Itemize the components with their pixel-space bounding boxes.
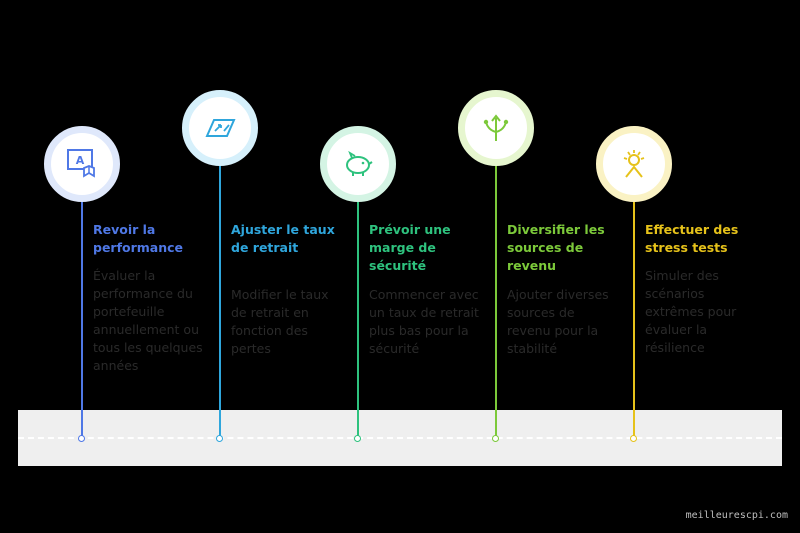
- step-stem: [81, 198, 83, 438]
- step-stem: [633, 198, 635, 438]
- step-stem: [219, 158, 221, 438]
- step-title: Prévoir une marge de sécurité: [369, 222, 451, 273]
- money-hand-icon: [205, 119, 236, 137]
- svg-text:A: A: [76, 154, 85, 167]
- step-title: Effectuer des stress tests: [645, 222, 739, 255]
- step-circle: A: [44, 126, 120, 202]
- stress-figure-icon: [623, 150, 645, 178]
- step-stem: [495, 158, 497, 438]
- step-title: Revoir la performance: [93, 222, 184, 255]
- step-description: Modifier le taux de retrait en fonction …: [231, 287, 329, 356]
- road-center-dash: [18, 437, 782, 439]
- step-description: Simuler des scénarios extrêmes pour éval…: [645, 268, 737, 355]
- piggy-bank-icon: [346, 150, 373, 176]
- board-learning-icon: A: [67, 149, 95, 178]
- step-description: Commencer avec un taux de retrait plus b…: [369, 287, 479, 356]
- step-description: Ajouter diverses sources de revenu pour …: [507, 287, 609, 356]
- step-title: Diversifier les sources de revenu: [507, 222, 605, 273]
- step-circle: [596, 126, 672, 202]
- step-circle: [320, 126, 396, 202]
- step-stem: [357, 198, 359, 438]
- timeline-road: [18, 410, 782, 466]
- diverging-arrows-icon: [483, 114, 509, 141]
- step-circle: [458, 90, 534, 166]
- step-description: Évaluer la performance du portefeuille a…: [93, 268, 203, 373]
- source-label: meilleurescpi.com: [685, 510, 788, 521]
- step-circle: [182, 90, 258, 166]
- step-title: Ajuster le taux de retrait: [231, 222, 335, 255]
